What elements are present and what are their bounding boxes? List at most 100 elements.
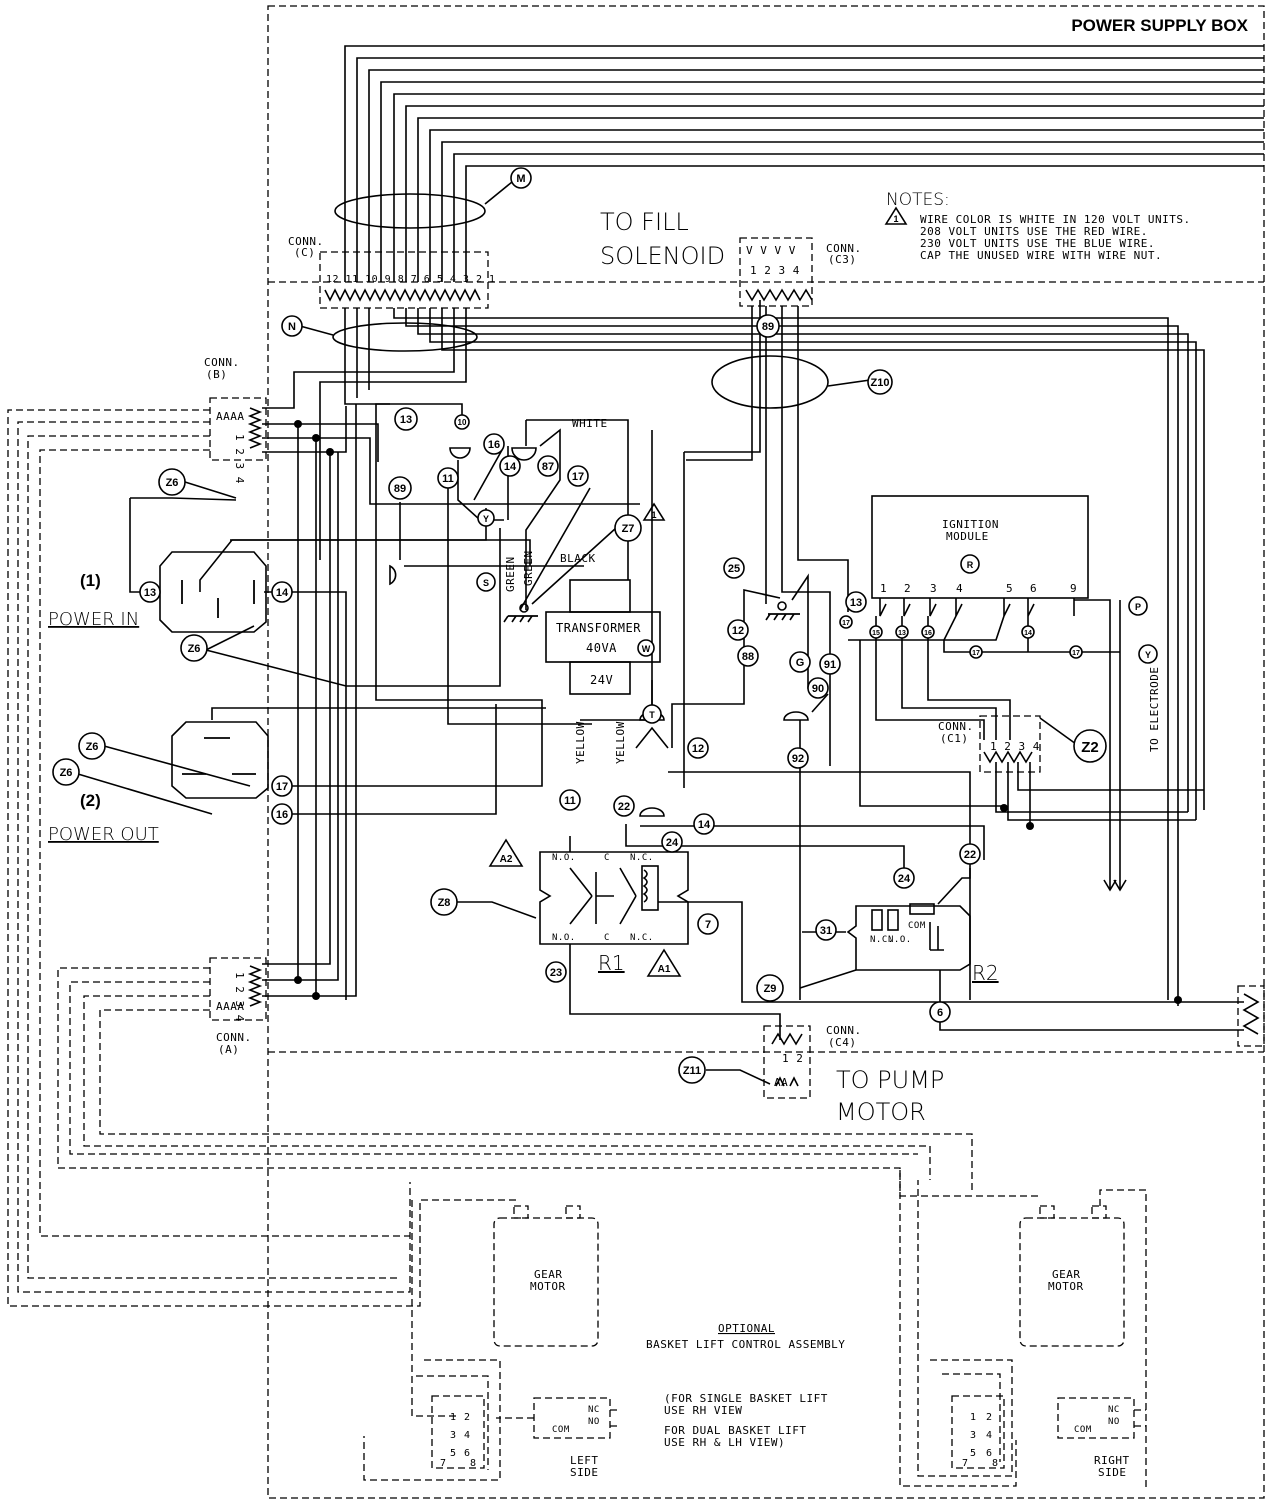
w-p: P [1135, 602, 1141, 612]
z6-leaders [77, 481, 501, 815]
gear-motor-right [1019, 1189, 1147, 1490]
w-g: G [796, 657, 805, 669]
connector-c4: AA [763, 1025, 811, 1099]
w-23: 23 [550, 967, 562, 979]
ignition-title-1: IGNITION [942, 518, 999, 531]
tag-a2: A2 [500, 854, 513, 865]
w-14b: 14 [276, 587, 289, 599]
left-switch-com: COM [552, 1425, 570, 1435]
w-17e: 17 [1072, 650, 1080, 657]
z11-leader [706, 1069, 771, 1085]
fill-solenoid-line2: SOLENOID [600, 242, 725, 270]
w-t: T [649, 710, 655, 720]
ignition-title-2: MODULE [946, 530, 989, 543]
gear-motor-left-l1: GEAR [534, 1268, 563, 1281]
w-92: 92 [792, 753, 804, 765]
conn-a-pins: 1 2 3 4 [233, 972, 246, 1022]
left-switch-nc: NC [588, 1405, 600, 1415]
transformer [545, 579, 661, 695]
external-harness [7, 409, 1040, 1307]
tag-z7: Z7 [622, 523, 635, 535]
connector-c3: V V V V [739, 237, 813, 307]
tag-z6-b: Z6 [188, 643, 201, 655]
conn-c1-label: CONN. [938, 720, 974, 733]
w-12a: 12 [732, 625, 744, 637]
tag-m-text: M [516, 173, 525, 185]
w-17a: 17 [572, 471, 584, 483]
w-11b: 11 [564, 795, 576, 807]
connector-c1 [859, 640, 1204, 830]
power-in-label: POWER IN [48, 609, 139, 630]
w-16a: 16 [488, 439, 500, 451]
power-out-receptacle [171, 721, 269, 799]
pump-motor-line2: MOTOR [836, 1098, 926, 1126]
top-switches [389, 447, 537, 586]
right-pin-1: 1 [970, 1412, 977, 1423]
left-pin-5: 5 [450, 1448, 457, 1459]
w-12b: 12 [692, 743, 704, 755]
ign-term-9: 9 [1070, 582, 1077, 595]
wire-yellow-label-2: YELLOW [614, 721, 627, 764]
connector-a: AAAA [209, 957, 267, 1021]
conn-c3-id: (C3) [828, 253, 857, 266]
b-a-busses [262, 404, 640, 1000]
z-tags: Z6 Z6 Z6 Z6 Z7 1 Z8 Z9 Z10 Z11 Z2 A1 A2 [52, 369, 1107, 1084]
power-in-receptacle [129, 497, 267, 633]
conn-c4-pins: 1 2 [782, 1052, 803, 1065]
gear-motor-right-l1: GEAR [1052, 1268, 1081, 1281]
right-pin-7: 7 [962, 1458, 969, 1469]
tag-z10: Z10 [871, 377, 890, 389]
ignition-tag: R [967, 560, 974, 570]
svg-text:AAAA: AAAA [216, 1000, 245, 1013]
w-89b: 89 [762, 321, 774, 333]
r2-nc: N.C. [870, 935, 894, 945]
conn-c-pins: 12 11 10 9 8 7 6 5 4 3 2 1 [326, 274, 496, 285]
tag-z2: Z2 [1081, 739, 1099, 756]
r1-bot-nc: N.C. [630, 933, 654, 943]
conn-c1-id: (C1) [940, 732, 969, 745]
r2-no: N.O. [888, 935, 912, 945]
w-90: 90 [812, 683, 824, 695]
conn-c1-pins: 1 2 3 4 [990, 740, 1040, 753]
w-25: 25 [728, 563, 740, 575]
left-pin-7: 7 [440, 1458, 447, 1469]
right-switch-nc: NC [1108, 1405, 1120, 1415]
notes-marker: 1 [893, 214, 898, 224]
ground-symbols [503, 601, 800, 623]
wire-bubbles: 13 10 16 87 17 89 11 14 Y 13 14 17 16 S … [139, 314, 1158, 1023]
fill-solenoid-line1: TO FILL [600, 208, 689, 236]
w-24a: 24 [666, 837, 679, 849]
wire-white-label: WHITE [572, 417, 608, 430]
r2-name: R2 [972, 961, 999, 985]
optional-subtitle: BASKET LIFT CONTROL ASSEMBLY [646, 1338, 845, 1351]
harness-n [262, 308, 1205, 1006]
wire-green-label-1: GREEN [504, 556, 517, 592]
ignition-module [848, 495, 1127, 892]
harness-m [334, 45, 1264, 282]
left-side-l1: LEFT [570, 1454, 599, 1467]
ign-term-4: 4 [956, 582, 963, 595]
r1-bot-c: C [604, 933, 610, 943]
connector-b: AAAA [209, 397, 267, 461]
w-14a: 14 [504, 461, 517, 473]
relay-r2 [799, 868, 1244, 1031]
w-10: 10 [458, 418, 467, 427]
relay-r1 [539, 836, 1244, 1040]
gear-motor-left-l2: MOTOR [530, 1280, 566, 1293]
w-7: 7 [705, 919, 711, 931]
right-pin-8: 8 [992, 1458, 999, 1469]
right-pin-5: 5 [970, 1448, 977, 1459]
w-87: 87 [542, 461, 554, 473]
w-22a: 22 [618, 801, 630, 813]
w-91: 91 [824, 659, 836, 671]
power-out-label: POWER OUT [48, 824, 159, 845]
left-pin-6: 6 [464, 1448, 471, 1459]
power-supply-box-label: POWER SUPPLY BOX [1071, 16, 1248, 35]
left-side-l2: SIDE [570, 1466, 599, 1479]
r2-com: COM [908, 921, 926, 931]
conn-c4-label: CONN. [826, 1024, 862, 1037]
right-switch-com: COM [1074, 1425, 1092, 1435]
conn-c3-label: CONN. [826, 242, 862, 255]
tag-z8: Z8 [438, 897, 451, 909]
w-11a: 11 [442, 473, 454, 485]
